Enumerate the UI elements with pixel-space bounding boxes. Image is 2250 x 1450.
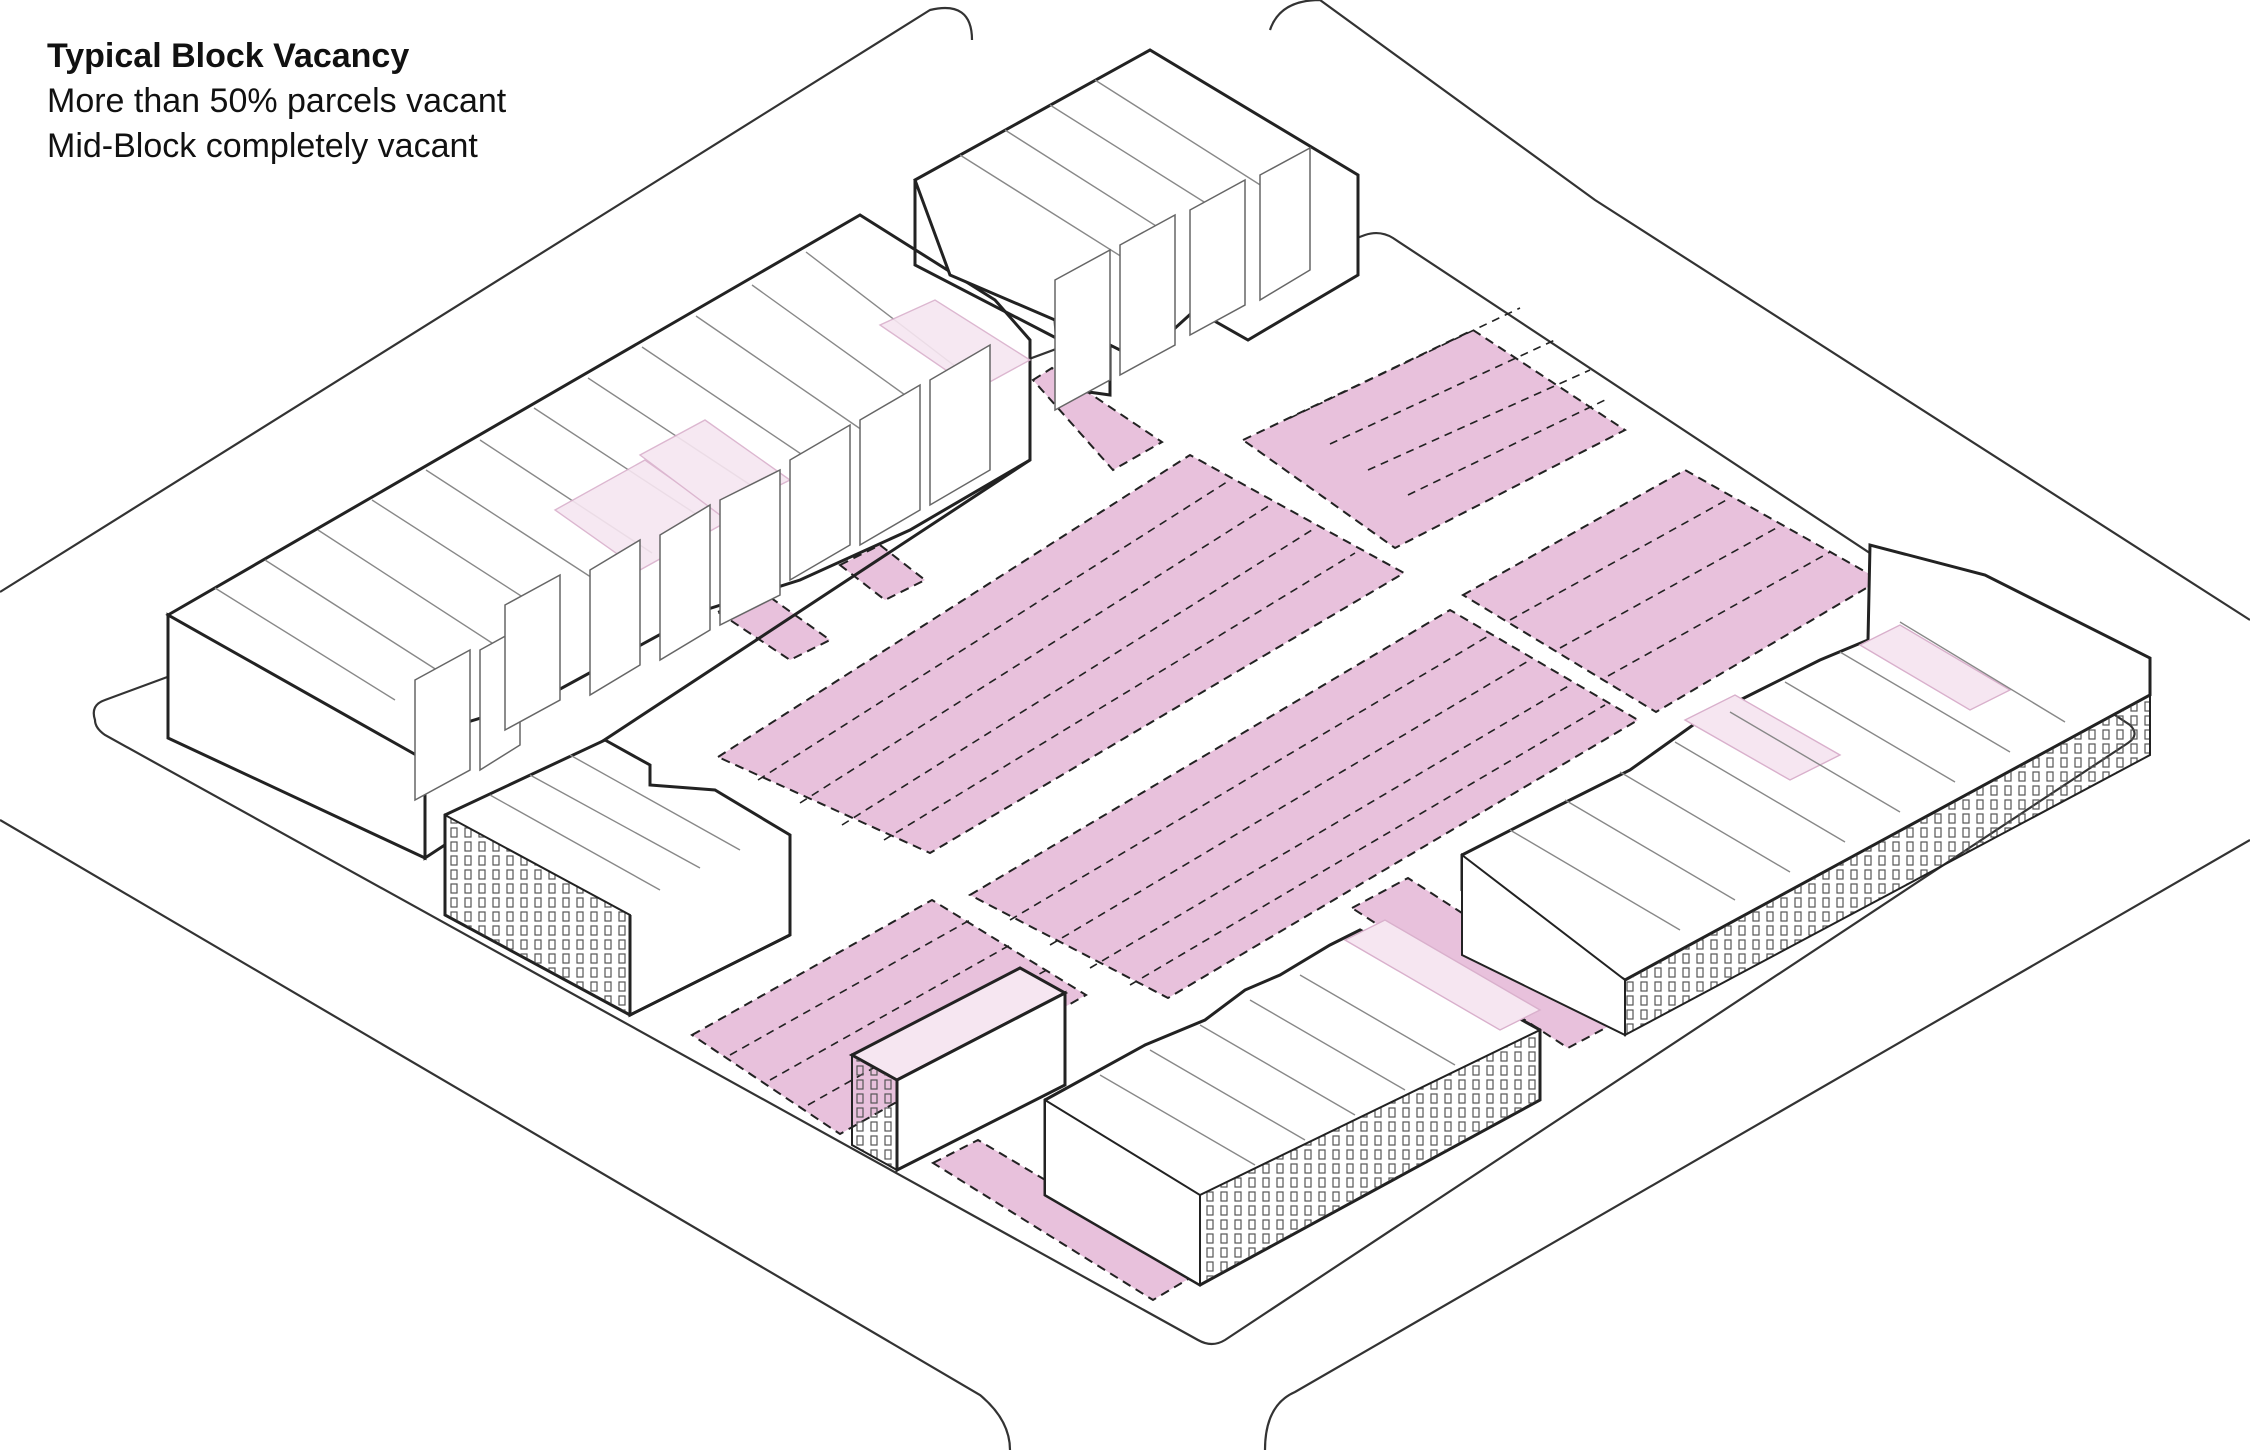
building-south-rowhouses	[1043, 919, 1542, 1287]
roof-party-walls-south	[1099, 974, 1456, 1166]
building-south-rowhouses-end	[1044, 1098, 1201, 1287]
roof-party-walls-west	[489, 754, 741, 891]
vacant-parcel-southwest	[690, 898, 1088, 1136]
caption-line-2: Mid-Block completely vacant	[47, 127, 478, 165]
vacant-parcel-mid-strip-2	[838, 543, 927, 602]
building-north-cluster-front	[913, 180, 1061, 342]
vacant-parcel-east	[1461, 468, 1883, 714]
building-west-rowhouses-side	[628, 915, 791, 1018]
single-rowhouse-side	[895, 990, 1067, 1173]
building-northwest-row	[165, 213, 1032, 861]
building-single-rowhouse	[848, 966, 1069, 1173]
curb-sw-corner	[0, 819, 1012, 1450]
curb-se-corner	[1263, 839, 2250, 1450]
caption-line-1: More than 50% parcels vacant	[47, 82, 507, 120]
roof-party-walls-north	[959, 79, 1266, 263]
vacant-parcel-central-west	[715, 453, 1407, 855]
stepped-wings-north	[1054, 146, 1311, 412]
curb-ne-corner	[1268, 0, 2250, 621]
caption-block: Typical Block Vacancy More than 50% parc…	[47, 34, 506, 169]
caption-title: Typical Block Vacancy	[47, 37, 410, 75]
building-east-rowhouses	[1460, 543, 2152, 1037]
ghost-volume-south	[1343, 919, 1542, 1031]
vacant-parcels	[690, 328, 1883, 1302]
curb-nw-corner	[0, 6, 974, 593]
building-west-rowhouses	[443, 738, 792, 1018]
roof-party-walls-northwest	[214, 251, 961, 701]
stepped-rear-wings-northwest	[414, 343, 991, 802]
building-east-rowhouses-end	[1461, 852, 1626, 1037]
vacant-parcel-central-east	[967, 608, 1640, 1000]
ghost-volume-east-1	[1683, 694, 1842, 781]
roof-party-walls-east	[1509, 621, 2066, 931]
building-north-cluster	[913, 48, 1360, 412]
ghost-volume-east-2	[1858, 624, 2012, 711]
